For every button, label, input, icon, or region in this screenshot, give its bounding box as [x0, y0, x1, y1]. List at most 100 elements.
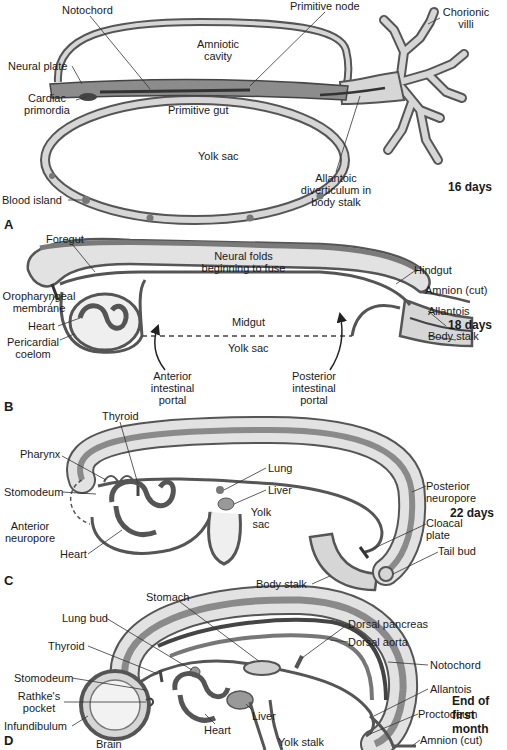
tail-bud: [379, 567, 393, 581]
stage-label: 16 days: [448, 180, 492, 194]
leader-line: [68, 12, 440, 200]
pericardial-coelom: [70, 294, 140, 350]
neural-tube: [80, 430, 412, 572]
leader-line: [412, 486, 426, 492]
structure-label: Dorsal aorta: [348, 636, 408, 648]
structure-label: Foregut: [46, 233, 84, 245]
structure-label: Tail bud: [438, 545, 476, 557]
allantoic-diverticulum: [320, 88, 385, 95]
stage-label: 18 days: [448, 318, 492, 332]
blood-island: [49, 173, 324, 222]
cavity-label: Yolk sac: [228, 342, 269, 354]
stage-22-days-embryo: [62, 422, 438, 590]
embryo-body: [80, 430, 412, 572]
leader-line: [234, 490, 266, 504]
leader-line: [64, 602, 428, 746]
notochord-rod: [100, 90, 250, 92]
yolk-sac-boundary: [142, 335, 352, 337]
leader-line: [396, 270, 416, 284]
leader-line: [388, 662, 428, 665]
blood-island: [147, 215, 154, 222]
panel-letter: B: [4, 400, 13, 414]
structure-label: Stomodeum: [14, 672, 73, 684]
structure-label: Allantois: [430, 683, 472, 695]
leader-line: [393, 552, 438, 574]
leader-line: [205, 714, 215, 724]
leader-line: [180, 602, 260, 662]
leader-line: [58, 318, 80, 326]
embryonic-disc: [50, 79, 348, 100]
heart-tube: [175, 674, 228, 721]
embryo-body: [28, 239, 430, 292]
structure-label: Dorsal pancreas: [348, 618, 428, 630]
notochord-rod: [158, 620, 386, 700]
yolk-sac-wall: [45, 100, 345, 220]
structure-label: Body stalk: [256, 578, 307, 590]
structure-label: Amnion (cut): [420, 734, 482, 746]
leader-line: [366, 524, 426, 552]
leader-line: [88, 530, 122, 554]
structure-label: Lung bud: [62, 612, 108, 624]
portal-arrow: [155, 314, 342, 370]
structure-label: Anterior neuropore: [0, 520, 60, 544]
cavity-label: Amniotic cavity: [192, 38, 244, 62]
structure-label: Proctodeum: [418, 708, 477, 720]
panel-letter: C: [4, 574, 13, 588]
structure-label: Primitive node: [290, 0, 360, 12]
structure-label: Yolk sac: [246, 506, 276, 530]
cavity-label: Primitive gut: [168, 104, 229, 116]
leader-line: [64, 702, 146, 703]
structure-label: Chorionic villi: [440, 6, 492, 30]
blood-island: [247, 215, 254, 222]
structure-label: Notochord: [62, 4, 113, 16]
yolk-sac: [209, 512, 241, 564]
cavity-label: Yolk sac: [198, 150, 239, 162]
blood-island: [82, 196, 90, 204]
structure-label: Allantoic diverticulum in body stalk: [300, 172, 372, 208]
thyroid-bud: [160, 670, 162, 682]
structure-label: Brain: [96, 738, 122, 750]
structure-label: Thyroid: [48, 640, 85, 652]
structure-label: Liver: [252, 710, 276, 722]
stage-16-days-embryo: [45, 12, 464, 222]
structure-label: Neural plate: [8, 60, 67, 72]
stomach: [244, 661, 280, 675]
leader-line: [50, 244, 456, 340]
leader-line: [68, 200, 82, 201]
structure-label: Oropharyngeal membrane: [0, 290, 78, 314]
stage-22-days-embryo: [71, 430, 413, 590]
leader-line: [76, 97, 86, 100]
leader-line: [246, 704, 252, 710]
leader-line: [224, 468, 266, 490]
structure-label: Rathke's pocket: [14, 690, 64, 714]
anterior-neuropore: [71, 480, 90, 524]
yolk-sac-wall: [45, 100, 345, 220]
leader-line: [90, 16, 150, 89]
structure-label: Pharynx: [20, 448, 60, 460]
structure-label: Heart: [60, 548, 87, 560]
allantois-tube: [370, 716, 394, 748]
structure-label: Yolk stalk: [278, 736, 324, 748]
structure-label: Heart: [28, 320, 55, 332]
leader-line: [106, 618, 192, 670]
leader-line: [72, 244, 95, 272]
stage-18-days-embryo: [28, 239, 472, 370]
leader-line: [312, 576, 330, 584]
structure-label: Posterior neuropore: [426, 480, 486, 504]
structure-label: Lung: [268, 462, 292, 474]
structure-label: Stomach: [146, 591, 189, 603]
leader-line: [60, 334, 74, 340]
structure-label: Anterior intestinal portal: [145, 370, 200, 406]
leader-line: [336, 96, 360, 172]
leader-line: [412, 740, 420, 746]
gut-wall: [61, 280, 400, 352]
embryo-body: [80, 430, 412, 572]
rathkes-pocket: [146, 699, 153, 706]
structure-label: Heart: [204, 724, 231, 736]
end-of-first-month-embryo: [64, 600, 428, 750]
structure-label: Amnion (cut): [425, 284, 487, 296]
structure-label: Pericardial coelom: [2, 336, 64, 360]
body-stalk: [310, 534, 377, 590]
leader-line: [330, 640, 348, 642]
